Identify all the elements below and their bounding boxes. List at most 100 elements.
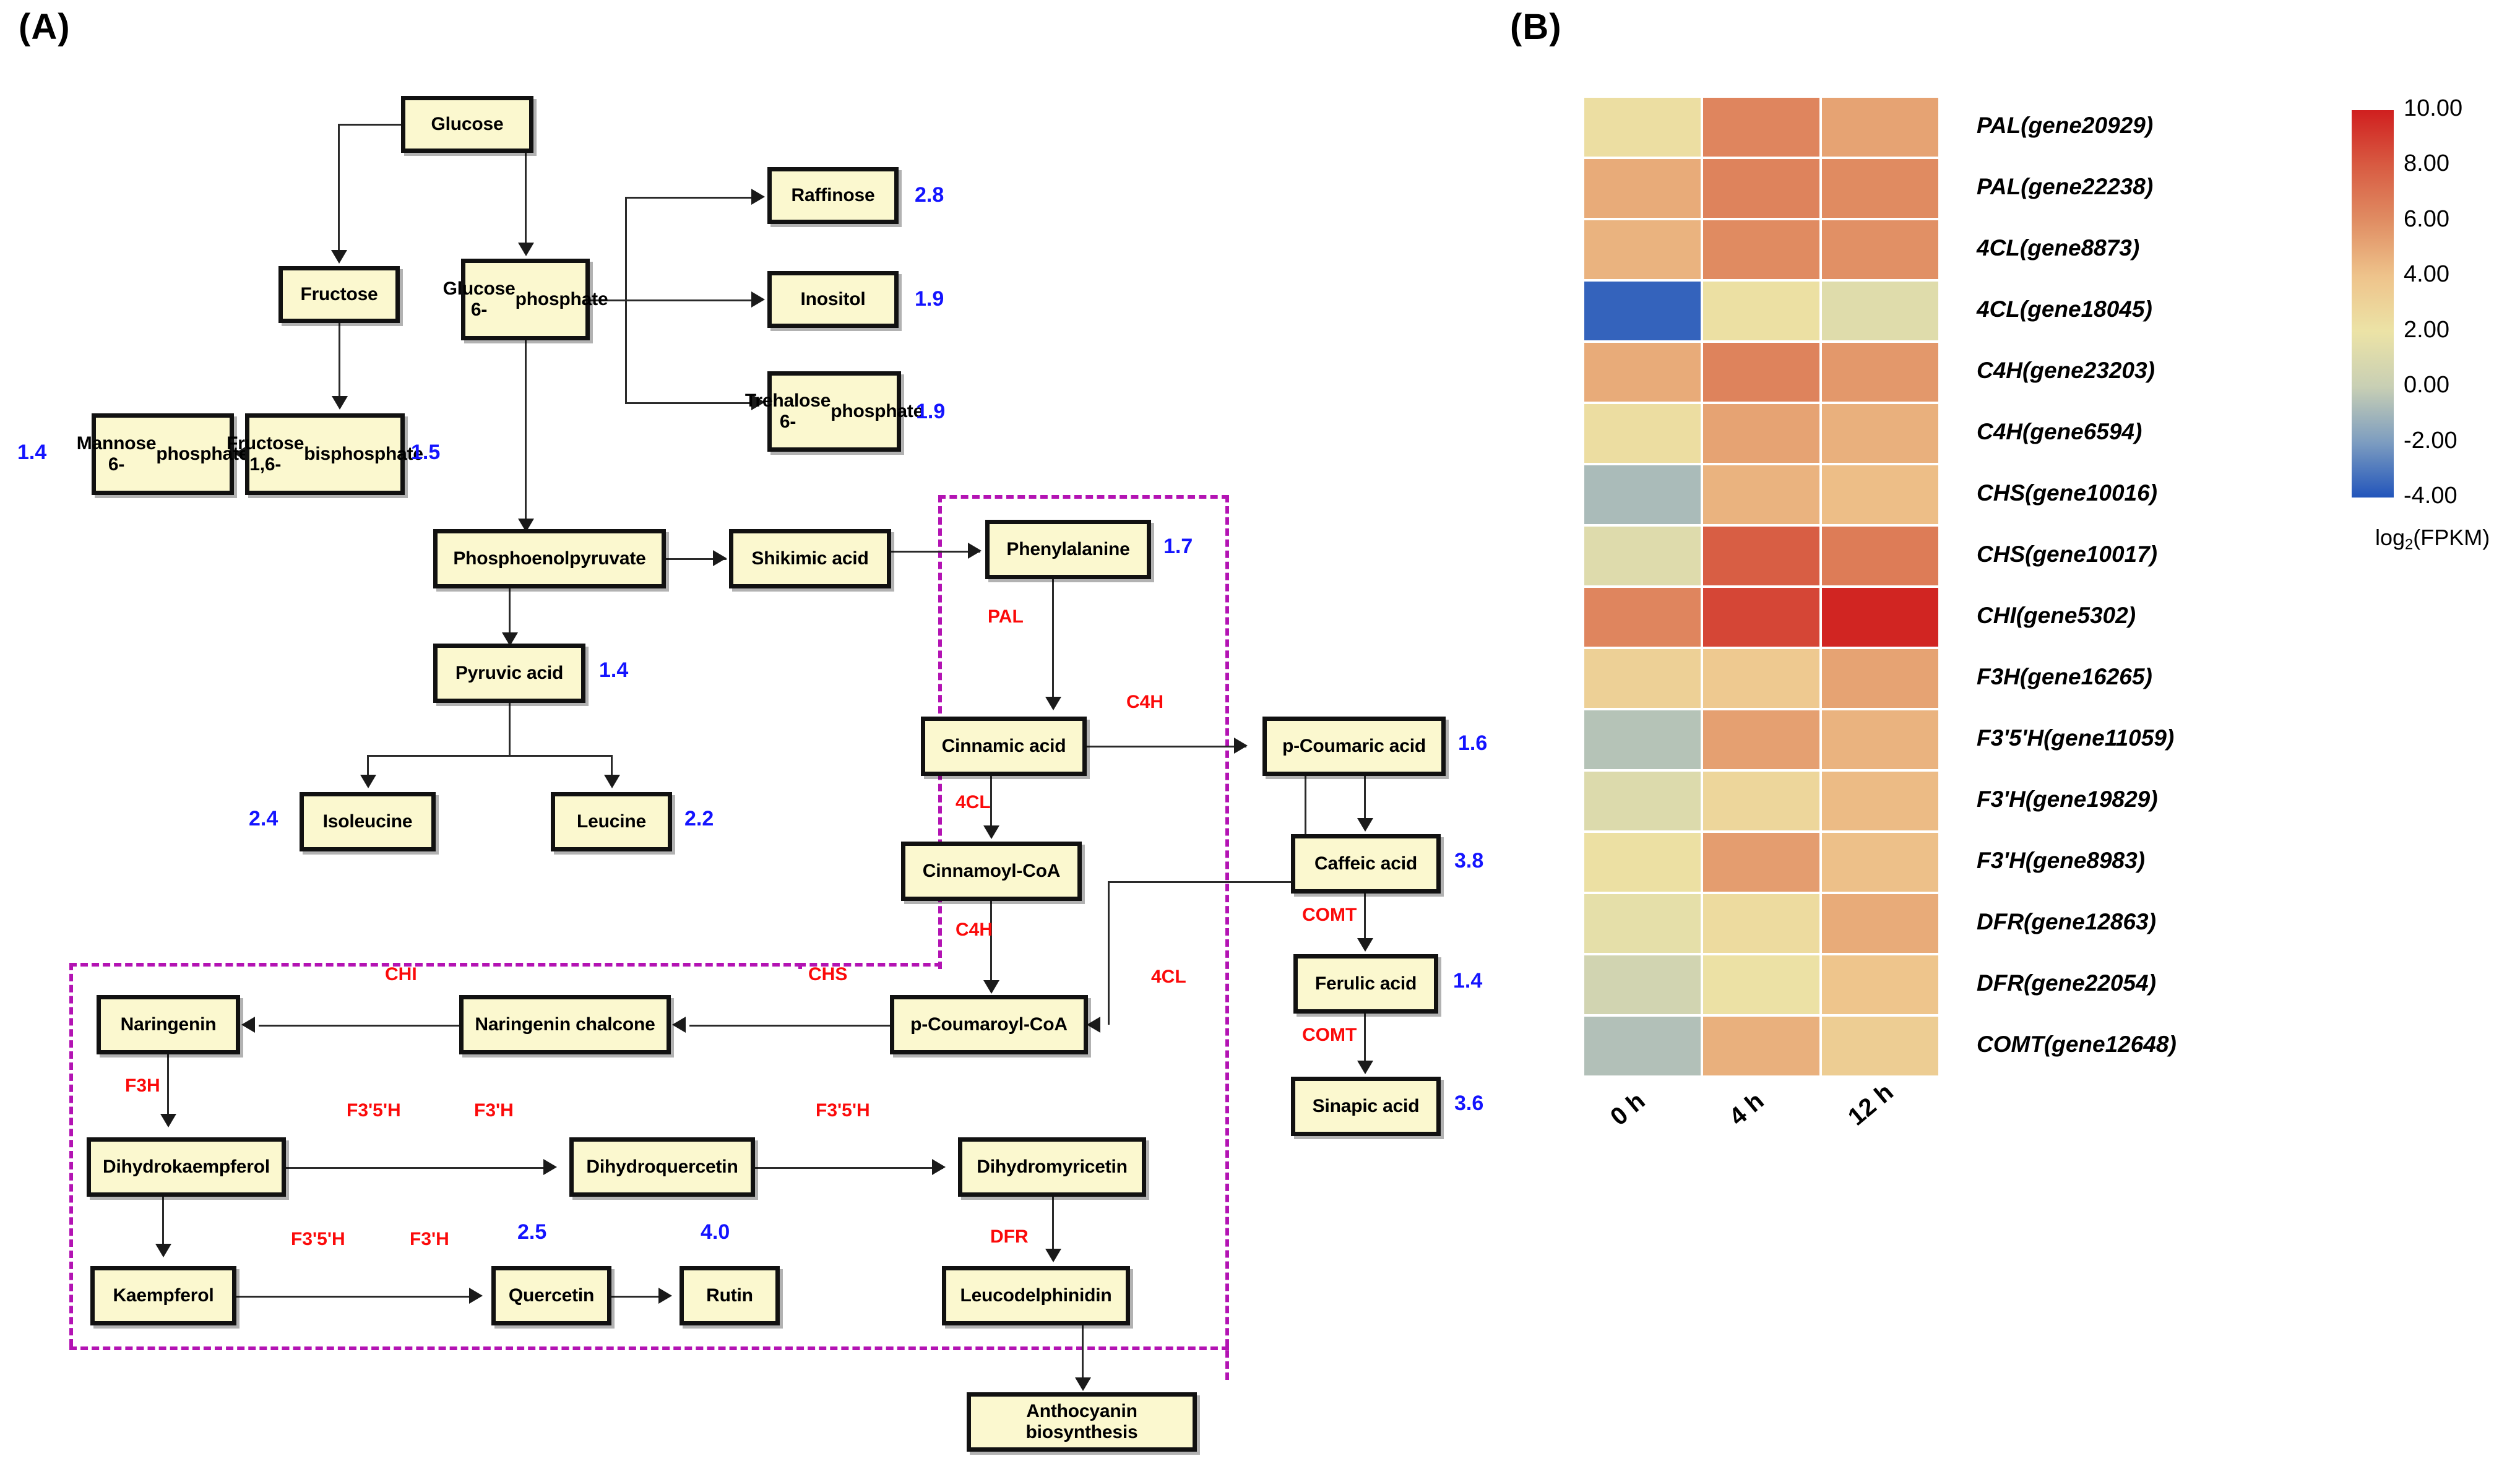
heatmap-row-label: COMT(gene12648) <box>1977 1031 2177 1057</box>
heatmap-cell <box>1822 833 1938 892</box>
metabolite-value-leucine: 2.2 <box>684 807 714 830</box>
colorbar-tick-label: 10.00 <box>2404 95 2463 121</box>
pathway-node-phenylalanine: Phenylalanine <box>985 520 1151 579</box>
heatmap-cell <box>1703 772 1819 830</box>
arrowhead-quercetin <box>469 1288 483 1304</box>
metabolite-value-phenylalanine: 1.7 <box>1163 535 1193 558</box>
metabolite-value-rutin: 4.0 <box>701 1220 730 1244</box>
arrowhead-leucine <box>604 775 620 788</box>
heatmap-cell <box>1822 404 1938 463</box>
enzyme-label-CHI: CHI <box>385 964 417 984</box>
heatmap-row-label: CHS(gene10017) <box>1977 541 2158 567</box>
arrowhead-dhk <box>160 1114 176 1127</box>
enzyme-label-PAL: PAL <box>988 606 1024 627</box>
pathway-node-ferulic: Ferulic acid <box>1293 954 1438 1014</box>
pathway-node-fructose: Fructose <box>278 266 400 323</box>
flavonoid-dashed-bottom <box>69 1346 1229 1350</box>
heatmap-row-label: 4CL(gene18045) <box>1977 296 2152 322</box>
heatmap-cell <box>1703 282 1819 340</box>
edge-ferulic-sinapic <box>1364 1014 1366 1064</box>
edge-caffeic-ferulic <box>1364 894 1366 942</box>
heatmap-cell <box>1584 220 1701 279</box>
pathway-node-naringenin: Naringenin <box>97 995 240 1054</box>
colorbar <box>2352 110 2394 498</box>
pathway-node-sinapic: Sinapic acid <box>1291 1077 1441 1136</box>
pathway-node-shikimic: Shikimic acid <box>729 529 891 588</box>
colorbar-tick-label: 6.00 <box>2404 205 2449 232</box>
heatmap-cell <box>1822 159 1938 218</box>
edge-g6p-raffinose <box>625 197 754 199</box>
pathway-node-pyruvic: Pyruvic acid <box>433 644 585 703</box>
heatmap-row-label: DFR(gene12863) <box>1977 908 2156 934</box>
heatmap-cell <box>1703 649 1819 708</box>
arrowhead-fructose <box>331 250 347 264</box>
heatmap-cell <box>1822 282 1938 340</box>
heatmap-cell <box>1822 588 1938 647</box>
heatmap-cell <box>1703 833 1819 892</box>
arrowhead-m6p <box>234 446 248 462</box>
heatmap-cell <box>1584 343 1701 402</box>
edge-pcoumaric-4cl-h <box>1108 881 1306 883</box>
metabolite-value-m6p: 1.4 <box>17 441 47 464</box>
edge-pyruvic-bus-v <box>509 703 511 755</box>
arrowhead-rutin <box>658 1288 672 1304</box>
metabolite-value-f16bp: 1.5 <box>411 441 441 464</box>
heatmap-row-label: F3H(gene16265) <box>1977 663 2152 689</box>
pathway-node-dhq: Dihydroquercetin <box>569 1137 755 1197</box>
colorbar-tick-label: 0.00 <box>2404 372 2449 398</box>
edge-glucose-fructose-v <box>338 124 340 252</box>
edge-nchalcone-naringenin <box>259 1025 459 1027</box>
panel-a-label: (A) <box>19 7 71 47</box>
arrowhead-isoleucine <box>360 775 376 788</box>
arrowhead-sinapic <box>1357 1061 1373 1074</box>
enzyme-label-COMT: COMT <box>1302 905 1357 925</box>
pathway-node-t6p: Trehalose 6-phosphate <box>745 371 923 452</box>
arrowhead-pcoumaroylcoa-4cl <box>1087 1017 1100 1033</box>
heatmap-cell <box>1584 955 1701 1014</box>
heatmap-cell <box>1822 465 1938 524</box>
pathway-node-cinnamoylcoa: Cinnamoyl-CoA <box>901 842 1082 901</box>
heatmap-column-label: 12 h <box>1843 1078 1899 1131</box>
metabolite-value-caffeic: 3.8 <box>1454 849 1484 872</box>
colorbar-tick-label: 2.00 <box>2404 316 2449 343</box>
edge-kaempferol-quercetin <box>236 1296 478 1298</box>
pathway-node-m6p: Mannose 6-phosphate <box>77 413 249 495</box>
metabolite-value-raffinose: 2.8 <box>915 183 944 207</box>
heatmap-row-label: PAL(gene22238) <box>1977 173 2154 199</box>
pathway-node-caffeic: Caffeic acid <box>1291 834 1441 894</box>
heatmap-cell <box>1822 894 1938 953</box>
metabolite-value-ferulic: 1.4 <box>1453 969 1483 993</box>
enzyme-label-4CL: 4CL <box>956 792 991 812</box>
enzyme-label-COMT: COMT <box>1302 1025 1357 1045</box>
pathway-node-quercetin: Quercetin <box>491 1266 611 1325</box>
heatmap-cell <box>1703 98 1819 157</box>
arrowhead-naringenin <box>241 1017 255 1033</box>
edge-dhk-kaempferol <box>162 1197 164 1247</box>
pathway-node-inositol: Inositol <box>767 271 899 328</box>
region-connector-top <box>798 963 942 967</box>
edge-g6p-pep <box>525 340 527 522</box>
pathway-node-f16bp: Fructose 1,6-bisphosphate <box>227 413 423 495</box>
heatmap-row-label: F3'H(gene8983) <box>1977 847 2146 873</box>
heatmap-cell <box>1703 1017 1819 1075</box>
arrowhead-raffinose <box>751 189 765 205</box>
edge-g6p-inositol <box>590 299 754 301</box>
arrowhead-pep <box>518 519 534 532</box>
heatmap-cell <box>1584 465 1701 524</box>
heatmap-row-label: F3'H(gene19829) <box>1977 786 2158 812</box>
heatmap-cell <box>1822 527 1938 585</box>
heatmap-cell <box>1822 98 1938 157</box>
arrowhead-inositol <box>751 291 765 308</box>
pathway-node-pcoumaric: p-Coumaric acid <box>1262 717 1446 776</box>
heatmap-row-label: CHI(gene5302) <box>1977 602 2136 628</box>
pathway-node-pcoumaroylcoa: p-Coumaroyl-CoA <box>890 995 1088 1054</box>
edge-phe-cinnamic <box>1052 579 1054 698</box>
heatmap-cell <box>1584 772 1701 830</box>
heatmap-cell <box>1703 343 1819 402</box>
heatmap-cell <box>1584 404 1701 463</box>
heatmap-row-label: C4H(gene6594) <box>1977 418 2142 444</box>
pathway-node-dhk: Dihydrokaempferol <box>87 1137 286 1197</box>
heatmap-row-label: F3'5'H(gene11059) <box>1977 725 2175 751</box>
enzyme-label-F3pH: F3'H <box>410 1229 449 1249</box>
pathway-node-cinnamic: Cinnamic acid <box>921 717 1087 776</box>
